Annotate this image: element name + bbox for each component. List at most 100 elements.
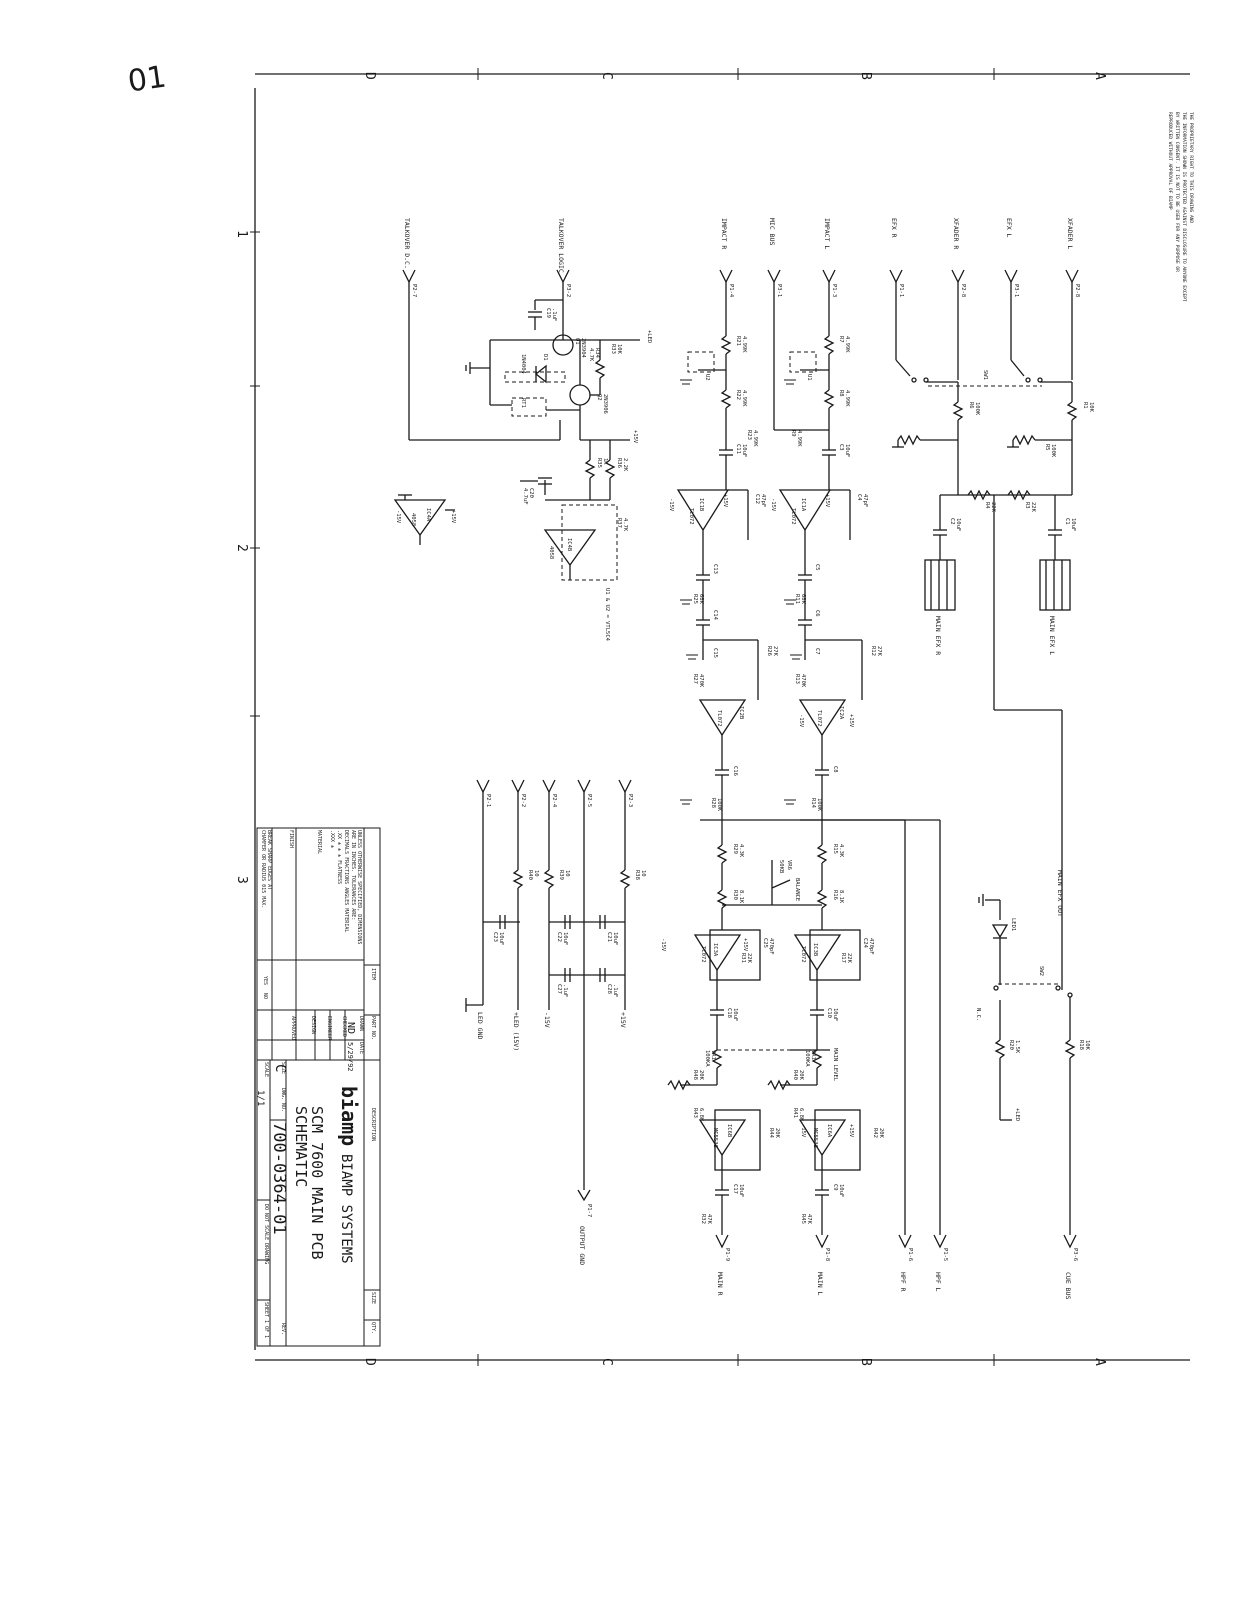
svg-text:100K: 100K xyxy=(1050,444,1056,458)
svg-text:P1-7: P1-7 xyxy=(586,1204,592,1217)
svg-text:10uF: 10uF xyxy=(741,444,747,457)
svg-text:10uF: 10uF xyxy=(732,1008,738,1021)
cue-section xyxy=(978,894,1077,1249)
svg-text:4.7uF: 4.7uF xyxy=(522,488,528,505)
svg-text:C28: C28 xyxy=(606,984,612,994)
svg-text:C17: C17 xyxy=(732,1184,738,1194)
svg-text:N.C.: N.C. xyxy=(975,1008,981,1021)
svg-text:-15V: -15V xyxy=(395,510,401,524)
title-block xyxy=(256,827,381,1347)
svg-text:BY WRITTEN CONSENT. IT IS NOT: BY WRITTEN CONSENT. IT IS NOT TO BE USED… xyxy=(1174,112,1180,272)
svg-text:C9: C9 xyxy=(832,1184,838,1191)
svg-text:10uF: 10uF xyxy=(612,932,618,945)
svg-text:22K: 22K xyxy=(746,953,752,964)
svg-text:TL072: TL072 xyxy=(716,710,722,727)
svg-text:R35: R35 xyxy=(596,458,602,468)
svg-text:+15V: +15V xyxy=(722,494,728,508)
svg-text:10uF: 10uF xyxy=(738,1184,744,1197)
svg-text:4058: 4058 xyxy=(410,513,416,526)
zone-bottom-b: B xyxy=(858,1358,873,1366)
svg-text:R43: R43 xyxy=(692,1108,698,1118)
svg-text:4.99K: 4.99K xyxy=(752,430,758,447)
svg-text:C27: C27 xyxy=(556,984,562,994)
svg-text:Q2: Q2 xyxy=(596,394,602,401)
svg-text:100K: 100K xyxy=(816,798,822,812)
svg-text:+15V: +15V xyxy=(632,430,638,444)
svg-text:10uF: 10uF xyxy=(838,1184,844,1197)
svg-text:470K: 470K xyxy=(800,674,806,688)
svg-text:R3: R3 xyxy=(1024,502,1030,509)
svg-text:ARE IN INCHES. TOLERANCES ARE:: ARE IN INCHES. TOLERANCES ARE: xyxy=(350,830,356,920)
zone-bottom-c: C xyxy=(599,1358,614,1366)
svg-text:R45: R45 xyxy=(800,1214,806,1224)
label-efx-l: EFX L xyxy=(1005,218,1013,238)
svg-text:+15V: +15V xyxy=(848,714,854,728)
svg-text:TL072: TL072 xyxy=(688,508,694,525)
svg-text:.XX ± ± ±: .XX ± ± ± FLATNESS xyxy=(336,830,342,884)
svg-text:U2: U2 xyxy=(704,374,710,381)
svg-text:-15V: -15V xyxy=(800,1124,806,1138)
svg-text:4.7K: 4.7K xyxy=(622,518,628,532)
svg-text:R38: R38 xyxy=(634,870,640,880)
svg-text:IC1A: IC1A xyxy=(800,498,806,512)
svg-text:10uF: 10uF xyxy=(1070,518,1076,531)
svg-text:IC3A: IC3A xyxy=(712,943,718,957)
svg-text:C14: C14 xyxy=(712,610,718,621)
label-impact-r: IMPACT R xyxy=(720,218,728,249)
svg-text:R44: R44 xyxy=(768,1128,774,1139)
label-output-gnd: OUTPUT GND xyxy=(578,1226,586,1265)
svg-text:CHAMFER OR RADIUS 015 MAX.: CHAMFER OR RADIUS 015 MAX. xyxy=(260,830,266,908)
svg-text:-15V: -15V xyxy=(660,938,666,952)
svg-text:R1: R1 xyxy=(1082,402,1088,409)
svg-text:10: 10 xyxy=(564,870,570,877)
label-main-efx-l: MAIN EFX L xyxy=(1048,616,1056,655)
svg-text:C16: C16 xyxy=(732,766,738,776)
label-minus15v: -15V xyxy=(543,1012,551,1028)
svg-text:.1uF: .1uF xyxy=(612,984,618,997)
svg-text:R9: R9 xyxy=(790,430,796,437)
zone-top-c: C xyxy=(599,72,614,80)
svg-text:1K: 1K xyxy=(602,458,608,465)
label-hpf-l: HPF L xyxy=(934,1272,942,1292)
svg-text:C3: C3 xyxy=(838,444,844,451)
label-led-15v: +LED (15V) xyxy=(512,1012,520,1051)
svg-text:R39: R39 xyxy=(558,870,564,880)
svg-text:SCALE: SCALE xyxy=(263,1062,269,1077)
svg-text:4.3K: 4.3K xyxy=(738,844,744,858)
svg-text:.1uF: .1uF xyxy=(551,308,557,321)
svg-text:+LED: +LED xyxy=(1014,1108,1020,1121)
zone-side-1: 1 xyxy=(234,230,249,238)
svg-text:470pF: 470pF xyxy=(868,938,874,955)
svg-text:P1-9: P1-9 xyxy=(724,1248,730,1261)
svg-text:C11: C11 xyxy=(735,444,741,454)
label-main-level: MAIN LEVEL xyxy=(832,1048,838,1082)
svg-text:10: 10 xyxy=(640,870,646,877)
svg-text:+LED: +LED xyxy=(646,330,652,343)
svg-text:100K: 100K xyxy=(974,402,980,416)
label-main-efx-out: MAIN EFX OUT xyxy=(1056,870,1064,917)
svg-text:R32: R32 xyxy=(700,1214,706,1224)
svg-text:TL072: TL072 xyxy=(816,710,822,727)
svg-text:4.99K: 4.99K xyxy=(741,336,747,353)
label-main-efx-r: MAIN EFX R xyxy=(934,616,942,655)
svg-text:BALANCE: BALANCE xyxy=(794,878,800,901)
svg-text:R12: R12 xyxy=(870,646,876,656)
svg-text:P2-1: P2-1 xyxy=(485,794,491,807)
conn-p2-8b: P2-8 xyxy=(960,284,966,297)
svg-text:C4: C4 xyxy=(856,494,862,501)
svg-text:P2-5: P2-5 xyxy=(586,794,592,807)
svg-text:R37: R37 xyxy=(616,518,622,528)
svg-text:R15: R15 xyxy=(832,844,838,854)
svg-text:C22: C22 xyxy=(556,932,562,942)
svg-text:UNLESS OTHERWISE SPECIFIED, DI: UNLESS OTHERWISE SPECIFIED, DIMENSIONS xyxy=(356,830,362,944)
svg-text:IC6B: IC6B xyxy=(726,1124,732,1138)
svg-text:47pF: 47pF xyxy=(862,494,868,507)
svg-text:4058: 4058 xyxy=(548,546,554,559)
zone-top-b: B xyxy=(858,72,873,80)
svg-text:-15V: -15V xyxy=(798,714,804,728)
label-plus15v: +15V xyxy=(619,1012,627,1028)
svg-text:DRAWN: DRAWN xyxy=(358,1016,364,1031)
svg-text:100K: 100K xyxy=(716,798,722,812)
svg-text:IC4B: IC4B xyxy=(566,538,572,552)
